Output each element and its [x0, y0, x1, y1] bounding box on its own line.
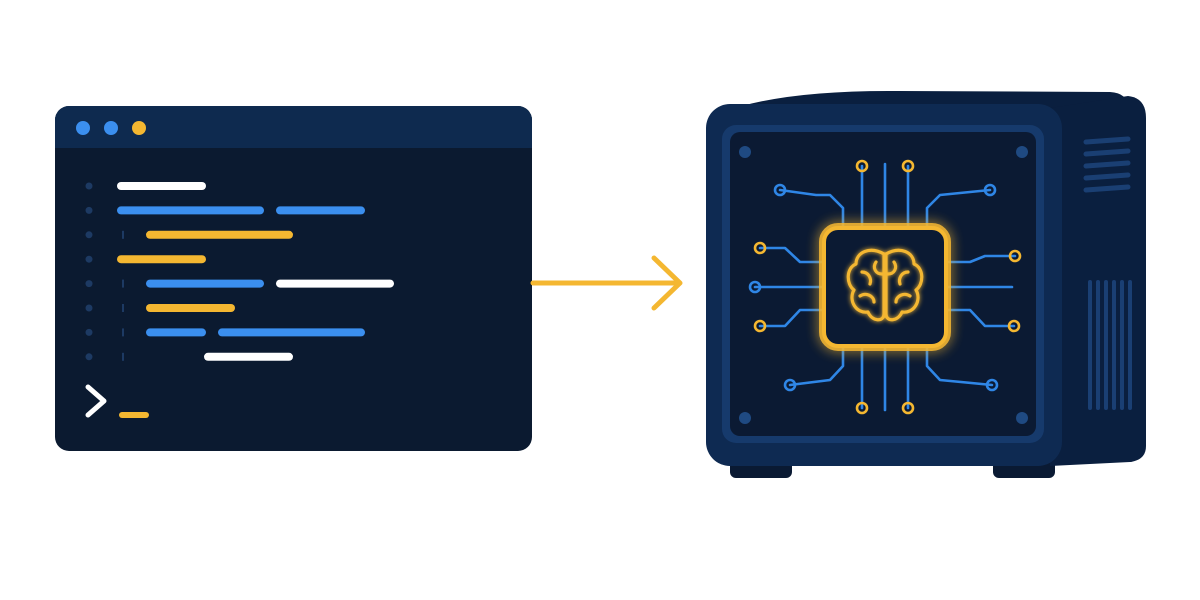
- vent-slot: [1083, 136, 1131, 145]
- gutter-dot: [85, 304, 93, 312]
- circuit-node: [901, 159, 915, 173]
- circuit-trace: [925, 344, 994, 387]
- corner-screws: [739, 146, 1028, 424]
- circuit-node: [783, 378, 797, 392]
- circuit-node: [773, 183, 787, 197]
- gutter-dot: [85, 231, 93, 239]
- circuit-trace: [788, 344, 845, 387]
- circuit-node: [753, 241, 767, 255]
- circuit-node: [901, 401, 915, 415]
- circuit-trace: [758, 308, 826, 328]
- terminal-body: [55, 106, 532, 451]
- vent-slot: [1083, 172, 1131, 181]
- window-control-dots: [76, 121, 146, 135]
- ai-chip: [819, 223, 951, 351]
- circuit-trace: [925, 188, 992, 230]
- gutter-dot: [85, 182, 93, 190]
- gutter-dot: [85, 353, 93, 361]
- window-dot: [76, 121, 90, 135]
- vent-slot: [1083, 148, 1131, 157]
- ai-hardware-device: [706, 90, 1146, 478]
- circuit-node: [855, 159, 869, 173]
- gutter-dot: [85, 206, 93, 214]
- gutter-dot: [85, 255, 93, 263]
- circuit-trace: [778, 188, 845, 230]
- gutter-dot: [85, 280, 93, 288]
- arrow-right-icon: [530, 255, 683, 311]
- vent-slot: [1083, 184, 1131, 193]
- line-gutter: [85, 182, 124, 361]
- circuit-node: [983, 183, 997, 197]
- chevron-right-icon: [85, 384, 107, 418]
- circuit-node: [753, 319, 767, 333]
- code-lines: [117, 182, 394, 361]
- circuit-node: [1008, 249, 1022, 263]
- screw-icon: [739, 146, 751, 158]
- screw-icon: [1016, 412, 1028, 424]
- window-dot: [104, 121, 118, 135]
- circuit-traces: [748, 159, 1022, 415]
- circuit-node: [985, 378, 999, 392]
- screw-icon: [1016, 146, 1028, 158]
- vent-grill-icon: [1088, 280, 1132, 410]
- circuit-node: [748, 280, 762, 294]
- vent-slot: [1083, 160, 1131, 169]
- gutter-dot: [85, 328, 93, 336]
- circuit-trace: [944, 308, 1016, 328]
- circuit-node: [855, 401, 869, 415]
- vent-slots-icon: [1083, 136, 1131, 193]
- terminal-window: [55, 106, 532, 451]
- circuit-trace: [758, 246, 826, 264]
- circuit-trace: [944, 254, 1017, 264]
- terminal-titlebar: [55, 106, 532, 148]
- window-dot: [132, 121, 146, 135]
- circuit-node: [1007, 319, 1021, 333]
- brain-icon: [846, 248, 924, 322]
- screw-icon: [739, 412, 751, 424]
